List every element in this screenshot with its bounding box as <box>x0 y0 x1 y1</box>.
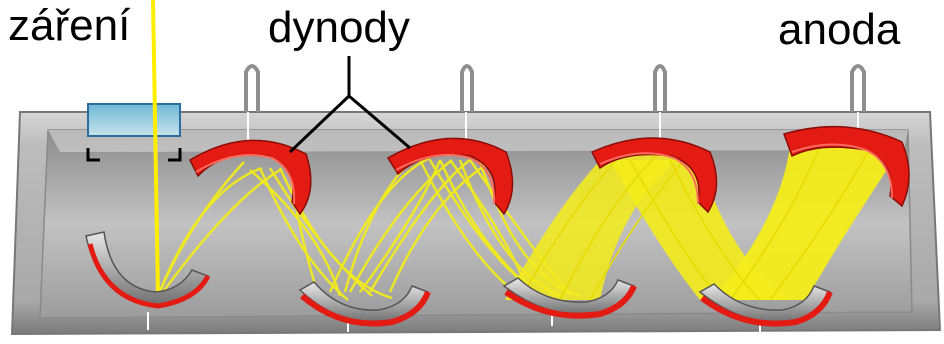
dynode-icon <box>502 277 637 319</box>
anode-icon <box>783 125 910 208</box>
radiation-label: záření <box>8 1 131 50</box>
dynode-icon <box>698 283 833 327</box>
pin <box>653 64 667 112</box>
anode-label: anoda <box>778 5 901 54</box>
dynode-icon <box>189 139 312 216</box>
dynode-icon <box>590 137 718 214</box>
photocathode-icon <box>85 231 211 309</box>
dynode-icon <box>298 281 431 327</box>
entrance-window-icon <box>86 103 182 162</box>
electron-bundle-dynode6-to-anode <box>712 146 900 300</box>
pin <box>850 64 866 112</box>
dynodes-callout-lines <box>288 56 411 154</box>
radiation-beam <box>151 0 160 297</box>
dynodes-label: dynody <box>268 3 410 52</box>
electron-paths <box>156 156 581 301</box>
pin <box>244 64 260 112</box>
connector-pins <box>244 64 866 112</box>
pin <box>460 64 474 112</box>
electron-bundle-strands <box>519 145 871 301</box>
dynode-icon <box>386 137 514 216</box>
